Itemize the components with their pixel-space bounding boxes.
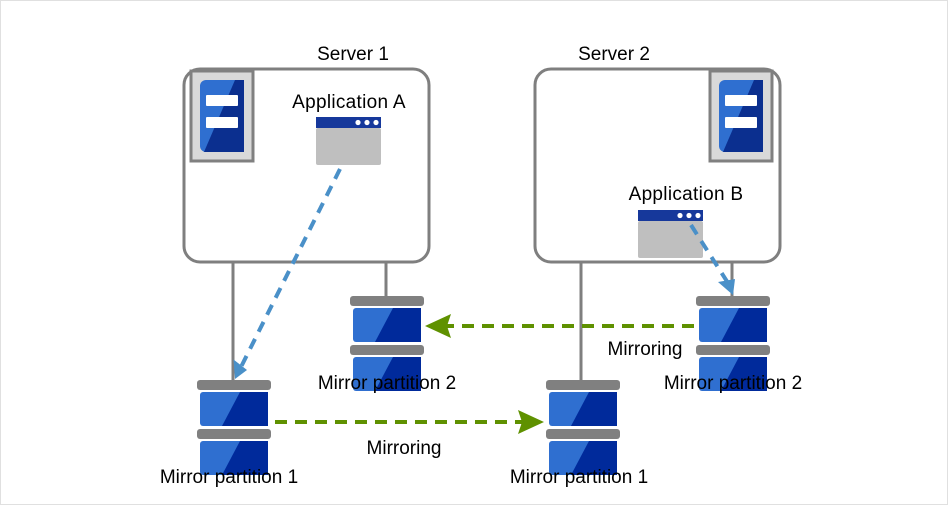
server-2-label: Server 2 xyxy=(578,44,650,65)
mirroring-arrow-partition-2 xyxy=(425,314,694,338)
app-a-access-arrow xyxy=(233,168,342,379)
label-server2-mirror-partition-2: Mirror partition 2 xyxy=(663,373,803,394)
label-server1-mirror-partition-2: Mirror partition 2 xyxy=(317,373,457,394)
application-b-label: Application B xyxy=(628,184,744,205)
application-b-window-icon xyxy=(638,210,703,258)
disk-icon-server1-partition2[interactable] xyxy=(350,296,424,391)
disk-icon-server2-partition2[interactable] xyxy=(696,296,770,391)
app-b-access-arrow xyxy=(689,223,735,295)
disk-icon-server2-partition1[interactable] xyxy=(546,380,620,475)
label-server1-mirror-partition-1: Mirror partition 1 xyxy=(159,467,299,488)
mirroring-label-partition-1: Mirroring xyxy=(366,438,442,459)
application-a-label: Application A xyxy=(292,92,406,113)
label-server2-mirror-partition-1: Mirror partition 1 xyxy=(509,467,649,488)
mirroring-label-partition-2: Mirroring xyxy=(607,339,683,360)
disk-icon-server1-partition1[interactable] xyxy=(197,380,271,475)
server-1-server-icon xyxy=(189,69,255,163)
application-a-window-icon xyxy=(316,117,381,165)
server-2-server-icon xyxy=(708,69,774,163)
mirroring-arrow-partition-1 xyxy=(275,410,544,434)
server-1-label: Server 1 xyxy=(317,44,389,65)
